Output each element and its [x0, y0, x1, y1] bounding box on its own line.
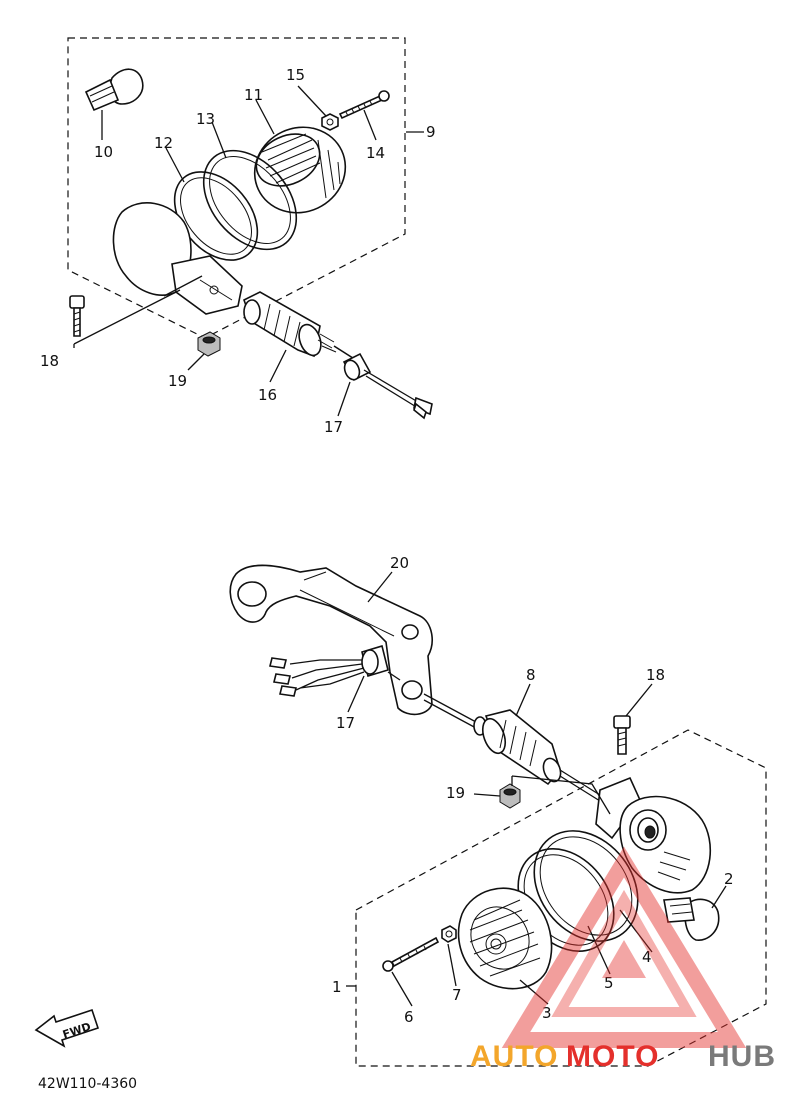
- watermark-text-moto: MOTO: [566, 1040, 659, 1073]
- automotohub-watermark: AUTO MOTO HUB: [470, 846, 776, 1073]
- callout-19-bottom: 19: [446, 784, 465, 802]
- callout-4: 4: [642, 948, 652, 966]
- bulb-part-2: [663, 897, 720, 941]
- callout-numbers: 10 12 13 11 15 14 9 18 19 16 17 20 8 18 …: [40, 66, 734, 1026]
- callout-14: 14: [366, 144, 385, 162]
- callout-9: 9: [426, 123, 436, 141]
- leader-lines-bottom: [346, 571, 727, 1007]
- leader-lines-top: [73, 85, 424, 417]
- callout-8: 8: [526, 666, 536, 684]
- bolt-part-18-top: [69, 295, 85, 337]
- callout-1: 1: [332, 978, 342, 996]
- nut-part-19-top: [197, 331, 221, 357]
- flasher-body-housing-bottom: [595, 776, 712, 894]
- gasket-part-4: [533, 830, 639, 942]
- nut-part-15: [321, 113, 339, 131]
- callout-5: 5: [604, 974, 614, 992]
- callout-11: 11: [244, 86, 263, 104]
- wire-harness-part-17-top: [333, 345, 433, 420]
- callout-6: 6: [404, 1008, 414, 1026]
- callout-17-top: 17: [324, 418, 343, 436]
- lens-part-11: [253, 126, 347, 214]
- screw-part-6: [382, 936, 440, 972]
- callout-20: 20: [390, 554, 409, 572]
- bracket-part-20: [229, 564, 433, 716]
- callout-3: 3: [542, 1004, 552, 1022]
- nut-part-19-bottom: [499, 783, 521, 809]
- wire-harness-part-17-bottom: [269, 644, 401, 697]
- forward-direction-arrow: FWD: [34, 1008, 100, 1048]
- bolt-part-18-bottom: [613, 715, 631, 755]
- rear-flasher-assembly-top: [67, 37, 433, 420]
- diagram-code: 42W110-4360: [38, 1076, 137, 1092]
- screw-part-14: [338, 90, 390, 120]
- assembly-1-boundary: [355, 729, 767, 1067]
- callout-18-top: 18: [40, 352, 59, 370]
- watermark-triangle-logo: [501, 846, 747, 1048]
- callout-16: 16: [258, 386, 277, 404]
- stem-part-16: [243, 291, 337, 358]
- watermark-text-hub: HUB: [708, 1040, 776, 1073]
- callout-7: 7: [452, 986, 462, 1004]
- assembly-9-boundary: [67, 37, 406, 339]
- watermark-text-auto: AUTO: [470, 1040, 558, 1073]
- callout-13: 13: [196, 110, 215, 128]
- callout-18-bottom: 18: [646, 666, 665, 684]
- lens-part-3: [457, 887, 553, 990]
- rim-part-13: [202, 149, 298, 251]
- callout-15: 15: [286, 66, 305, 84]
- nut-part-7: [441, 925, 457, 943]
- callout-17-bottom: 17: [336, 714, 355, 732]
- flasher-body-housing: [112, 202, 243, 315]
- stem-part-8: [423, 693, 609, 807]
- bulb-part-10: [84, 68, 144, 112]
- callout-19-top: 19: [168, 372, 187, 390]
- callout-2: 2: [724, 870, 734, 888]
- callout-10: 10: [94, 143, 113, 161]
- callout-12: 12: [154, 134, 173, 152]
- front-flasher-assembly-bottom: [229, 564, 767, 1067]
